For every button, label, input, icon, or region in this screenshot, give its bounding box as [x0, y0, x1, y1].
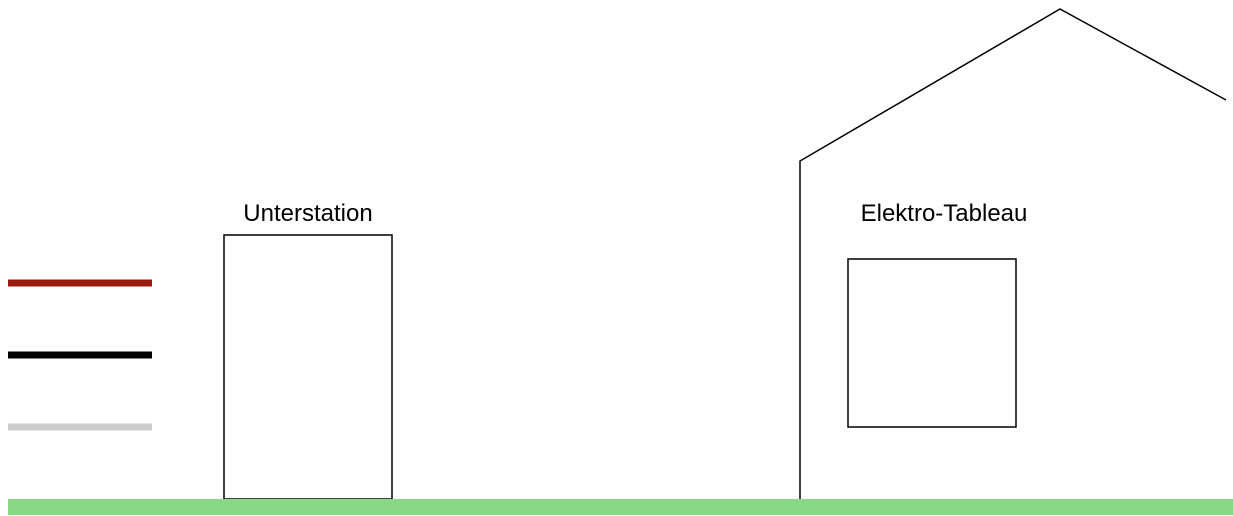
substation-box — [223, 234, 393, 500]
ground-line — [8, 499, 1233, 515]
electrical-panel-label: Elektro-Tableau — [861, 200, 1028, 227]
legend — [8, 279, 152, 431]
electrical-panel-box — [847, 258, 1017, 428]
house: Elektro-Tableau — [799, 8, 1227, 499]
house-outline — [799, 8, 1227, 499]
substation-label: Unterstation — [243, 200, 372, 227]
substation: Unterstation — [223, 200, 393, 500]
